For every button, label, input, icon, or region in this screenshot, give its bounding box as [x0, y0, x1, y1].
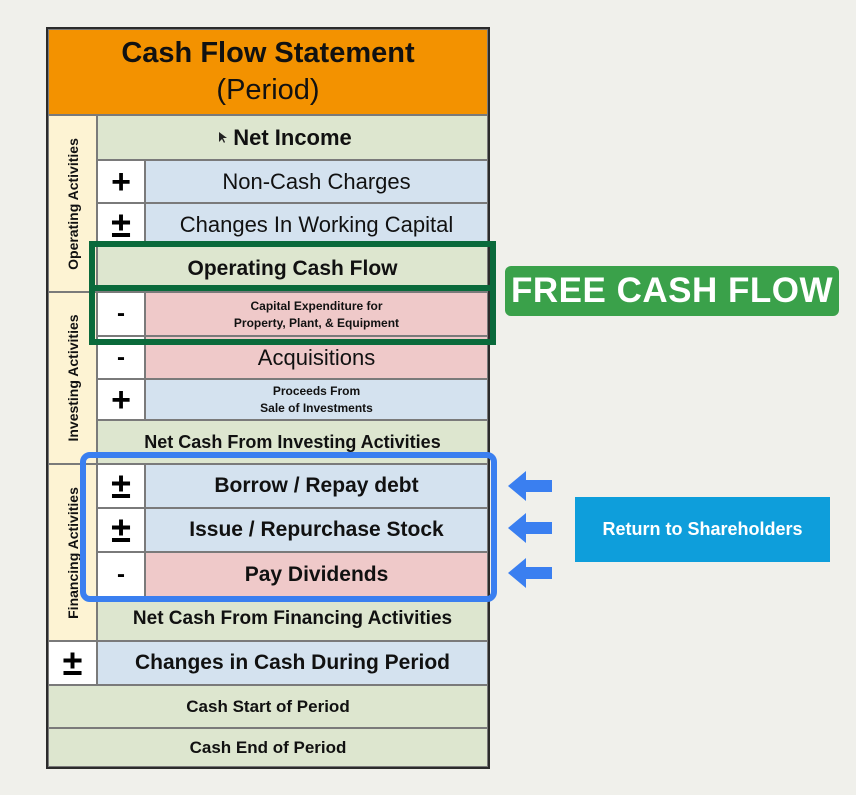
operating-cash-flow-label: Operating Cash Flow	[187, 257, 398, 280]
cash-end-label: Cash End of Period	[189, 737, 347, 757]
cash-end-row: Cash End of Period	[48, 728, 488, 767]
net-income-row: Net Income	[97, 115, 488, 160]
borrow-repay-debt-label: Borrow / Repay debt	[214, 474, 419, 497]
proceeds-label-line2: Sale of Investments	[260, 401, 373, 415]
proceeds-label-line1: Proceeds From	[272, 384, 361, 398]
arrow-left-icon-dividends	[508, 558, 552, 588]
statement-title: Cash Flow Statement (Period)	[48, 29, 488, 115]
plus-minus-sign-debt: ±	[97, 464, 145, 508]
borrow-repay-debt-row: Borrow / Repay debt	[145, 464, 488, 508]
issue-repurchase-stock-label: Issue / Repurchase Stock	[189, 518, 444, 541]
statement-title-line2: (Period)	[216, 74, 320, 106]
proceeds-row: Proceeds From Sale of Investments	[145, 379, 488, 420]
changes-working-capital-row: Changes In Working Capital	[145, 203, 488, 246]
financing-activities-label: Financing Activities	[48, 464, 97, 641]
cash-start-row: Cash Start of Period	[48, 685, 488, 728]
capex-label-line2: Property, Plant, & Equipment	[233, 315, 400, 330]
net-cash-financing-label: Net Cash From Financing Activities	[132, 608, 453, 629]
capex-row: Capital Expenditure for Property, Plant,…	[145, 292, 488, 336]
pay-dividends-row: Pay Dividends	[145, 552, 488, 597]
return-to-shareholders-highlight-box	[80, 452, 497, 602]
net-cash-investing-label: Net Cash From Investing Activities	[144, 431, 441, 452]
operating-cash-flow-row: Operating Cash Flow	[97, 246, 488, 292]
arrow-left-icon-stock	[508, 513, 552, 543]
cash-start-label: Cash Start of Period	[186, 696, 350, 716]
acquisitions-label: Acquisitions	[257, 344, 376, 370]
issue-repurchase-stock-row: Issue / Repurchase Stock	[145, 508, 488, 552]
return-to-shareholders-label: Return to Shareholders	[575, 497, 830, 562]
operating-activities-label: Operating Activities	[48, 115, 97, 292]
arrow-left-icon-debt	[508, 471, 552, 501]
fcf-box-divider	[95, 285, 490, 291]
net-cash-financing-row: Net Cash From Financing Activities	[97, 597, 488, 641]
non-cash-charges-row: Non-Cash Charges	[145, 160, 488, 203]
plus-minus-sign-working-capital: ±	[97, 203, 145, 246]
investing-activities-label: Investing Activities	[48, 292, 97, 464]
cash-flow-statement-table: Cash Flow Statement (Period) Operating A…	[46, 27, 490, 769]
non-cash-charges-label: Non-Cash Charges	[222, 168, 411, 194]
minus-sign-capex: -	[97, 292, 145, 336]
capex-label-line1: Capital Expenditure for	[250, 298, 383, 313]
pay-dividends-label: Pay Dividends	[244, 562, 389, 586]
changes-in-cash-row: Changes in Cash During Period	[97, 641, 488, 685]
net-income-label: Net Income	[233, 124, 352, 150]
plus-sign-proceeds: +	[97, 379, 145, 420]
plus-sign-non-cash-charges: +	[97, 160, 145, 203]
plus-minus-sign-stock: ±	[97, 508, 145, 552]
mouse-cursor-icon	[219, 132, 227, 143]
changes-in-cash-label: Changes in Cash During Period	[134, 651, 451, 674]
free-cash-flow-label: FREE CASH FLOW	[505, 266, 839, 316]
changes-working-capital-label: Changes In Working Capital	[179, 211, 454, 237]
free-cash-flow-highlight-box	[89, 241, 496, 345]
plus-minus-sign-changes-in-cash: ±	[48, 641, 97, 685]
statement-title-line1: Cash Flow Statement	[121, 37, 415, 69]
